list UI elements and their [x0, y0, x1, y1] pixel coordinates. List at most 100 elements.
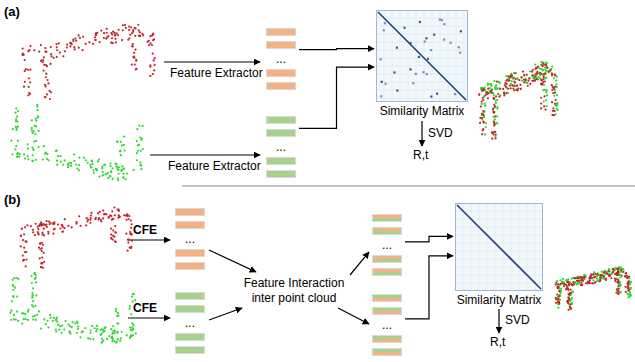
point: [495, 100, 497, 102]
grid-line: [416, 11, 417, 101]
point: [486, 91, 488, 93]
point: [620, 269, 622, 271]
point: [85, 159, 87, 161]
point: [95, 34, 97, 36]
point: [626, 287, 628, 289]
point: [494, 86, 496, 88]
point: [568, 283, 570, 285]
point: [69, 45, 71, 47]
point: [555, 80, 557, 82]
point: [44, 96, 46, 98]
point: [628, 281, 630, 283]
point: [82, 49, 84, 51]
point: [94, 327, 96, 329]
point: [62, 164, 64, 166]
point: [111, 37, 113, 39]
point: [618, 288, 620, 290]
matrix-entry: [380, 95, 382, 97]
point: [15, 319, 17, 321]
point: [61, 332, 63, 334]
point: [82, 330, 84, 332]
feature-bar: [372, 268, 402, 276]
point: [493, 98, 495, 100]
point: [34, 315, 36, 317]
point: [91, 159, 93, 161]
matrix-entry: [459, 52, 461, 54]
point: [136, 152, 138, 154]
point: [583, 274, 585, 276]
feature-bar: [175, 249, 205, 257]
point: [122, 173, 124, 175]
point: [55, 318, 57, 320]
matrix-entry: [396, 89, 398, 91]
point: [34, 278, 36, 280]
point: [554, 86, 556, 88]
point: [99, 211, 101, 213]
point: [64, 218, 66, 220]
point: [33, 140, 35, 142]
point: [45, 73, 47, 75]
point: [115, 241, 117, 243]
point: [121, 144, 123, 146]
extractor-arrow: [164, 61, 260, 62]
point: [511, 80, 513, 82]
feature-stack: ...: [175, 208, 205, 270]
point: [40, 44, 42, 46]
point: [551, 114, 553, 116]
point: [557, 283, 559, 285]
point: [486, 93, 488, 95]
point: [516, 85, 518, 87]
point: [105, 213, 107, 215]
point: [594, 281, 596, 283]
output-label: R,t: [490, 335, 505, 350]
point: [602, 271, 604, 273]
point: [562, 278, 564, 280]
point: [96, 328, 98, 330]
point: [560, 287, 562, 289]
point: [32, 287, 34, 289]
point: [22, 47, 24, 49]
point: [553, 110, 555, 112]
point: [624, 275, 626, 277]
point: [503, 94, 505, 96]
point: [116, 141, 118, 143]
grid-line: [400, 11, 401, 101]
point: [117, 177, 119, 179]
matrix-entry: [430, 95, 432, 97]
point: [75, 221, 77, 223]
point: [98, 175, 100, 177]
point: [133, 55, 135, 57]
point: [23, 153, 25, 155]
point: [526, 82, 528, 84]
point: [554, 110, 556, 112]
point: [542, 69, 544, 71]
matrix-frame: [456, 204, 543, 291]
point: [629, 294, 631, 296]
point: [120, 141, 122, 143]
grid-line: [456, 211, 542, 212]
point: [102, 331, 104, 333]
point: [557, 287, 559, 289]
point: [542, 89, 544, 91]
point: [112, 218, 114, 220]
point: [91, 325, 93, 327]
point: [24, 157, 26, 159]
feature-stack: ...: [266, 116, 296, 178]
point: [90, 214, 92, 216]
point-cloud: [21, 24, 155, 100]
grid-line: [384, 11, 385, 101]
point-clouds: [9, 24, 632, 344]
point: [32, 294, 34, 296]
grid-line: [471, 204, 472, 290]
point: [20, 235, 22, 237]
point: [490, 90, 492, 92]
point: [133, 169, 135, 171]
arrow-label: SVD: [428, 126, 453, 141]
point: [570, 292, 572, 294]
point: [119, 150, 121, 152]
point: [129, 34, 131, 36]
point: [94, 218, 96, 220]
feature-bar: [372, 214, 402, 222]
point: [132, 293, 134, 295]
point: [613, 269, 615, 271]
